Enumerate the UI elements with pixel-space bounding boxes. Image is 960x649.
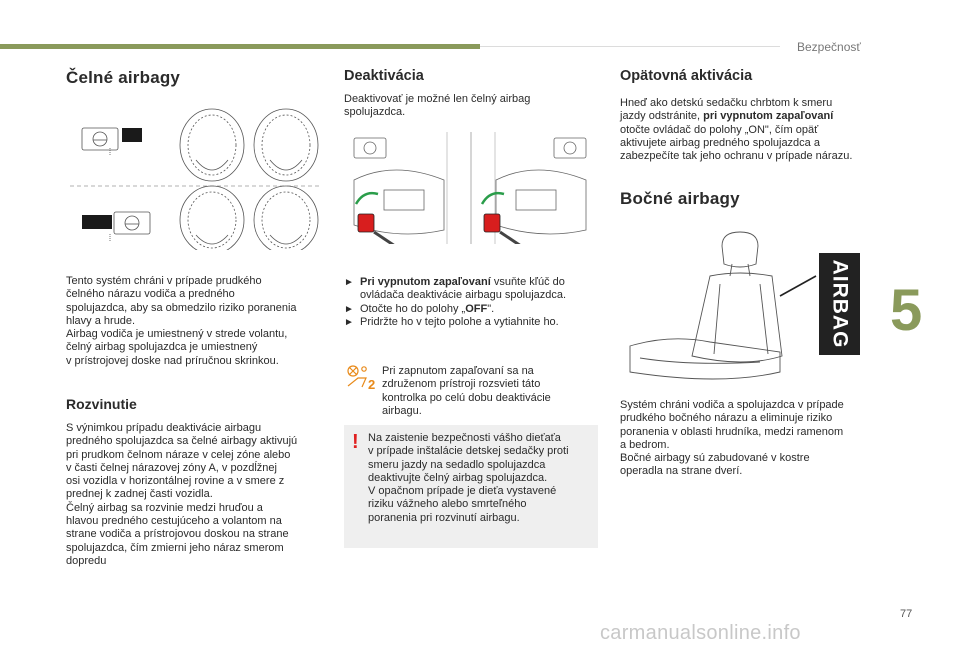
header-accent-bar (0, 44, 480, 49)
watermark: carmanualsonline.info (600, 622, 801, 644)
section-title: Bezpečnosť (797, 40, 861, 54)
step-2: ► Otočte ho do polohy „OFF". (344, 302, 495, 315)
chapter-number: 5 (890, 278, 923, 343)
warning-light-note: Pri zapnutom zapaľovaní sa na združenom … (382, 365, 551, 417)
frontal-airbags-title: Čelné airbagy (66, 68, 181, 87)
step-3: ► Pridržte ho v tejto polohe a vytiahnit… (344, 315, 559, 328)
reactivation-body: Hneď ako detskú sedačku chrbtom k smeru … (620, 97, 853, 163)
page-number: 77 (900, 608, 913, 620)
side-airbags-title: Bočné airbagy (620, 189, 740, 208)
side-airbag-seat-illustration (629, 231, 817, 380)
deployment-subtitle: Rozvinutie (66, 396, 137, 412)
svg-text:2: 2 (368, 377, 375, 390)
airbag-label: AIRBAG (819, 253, 860, 355)
reactivation-title: Opätovná aktivácia (620, 68, 753, 84)
arrow-bullet-icon: ► (344, 316, 354, 328)
deactivation-key-illustration (353, 132, 587, 244)
deactivation-intro: Deaktivovať je možné len čelný airbag sp… (344, 93, 531, 119)
airbag-off-warning-light-icon: 2 (347, 365, 375, 390)
deployment-body: S výnimkou prípadu deaktivácie airbagu p… (66, 422, 298, 567)
header-divider (480, 46, 780, 47)
frontal-airbags-illustration (70, 108, 322, 250)
frontal-airbags-intro: Tento systém chráni v prípade prudkého č… (66, 275, 297, 367)
deactivation-title: Deaktivácia (344, 68, 424, 84)
side-airbags-body: Systém chráni vodiča a spolujazdca v prí… (620, 399, 844, 478)
deactivation-steps: ► Pri vypnutom zapaľovaní vsuňte kľúč do… (344, 276, 594, 329)
exclamation-icon: ! (352, 431, 359, 453)
arrow-bullet-icon: ► (344, 277, 354, 288)
arrow-bullet-icon: ► (344, 303, 354, 315)
child-seat-warning-box: ! Na zaistenie bezpečnosti vášho dieťaťa… (344, 425, 598, 548)
step-1: ► Pri vypnutom zapaľovaní vsuňte kľúč do… (344, 276, 567, 302)
